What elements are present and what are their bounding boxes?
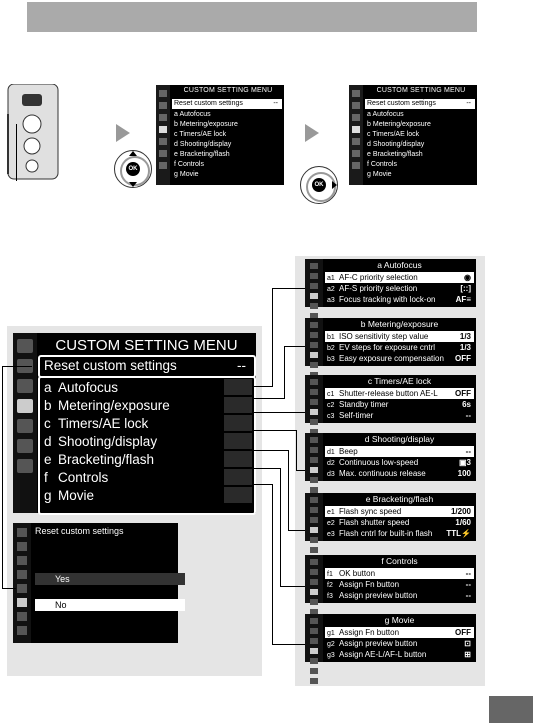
- menu-item[interactable]: b Metering/exposure: [367, 121, 431, 128]
- menu-item[interactable]: e Bracketing/flash: [174, 151, 230, 158]
- submenu-title: g Movie: [384, 615, 415, 625]
- highlight-box: [38, 355, 256, 378]
- connector-line: [2, 588, 16, 589]
- submenu-title: b Metering/exposure: [360, 319, 439, 329]
- arrow-right-icon: [305, 124, 319, 142]
- menu-item[interactable]: g Movie: [174, 171, 199, 178]
- arrow-right-icon: [116, 124, 130, 142]
- page-tab: [489, 696, 533, 723]
- option-yes[interactable]: Yes: [35, 573, 185, 585]
- custom-setting-menu-screen: CUSTOM SETTING MENU Reset custom setting…: [13, 333, 256, 515]
- multi-selector-dial-icon: OK: [300, 166, 338, 204]
- screen-title: CUSTOM SETTING MENU: [183, 87, 273, 94]
- menu-title: CUSTOM SETTING MENU: [55, 337, 238, 354]
- submenu-title: e Bracketing/flash: [365, 494, 434, 504]
- menu-item-reset[interactable]: Reset custom settings--: [365, 99, 475, 109]
- screen-title: CUSTOM SETTING MENU: [376, 87, 466, 94]
- menu-screen-step2: CUSTOM SETTING MENU Reset custom setting…: [349, 85, 477, 185]
- highlight-box: [38, 376, 256, 515]
- menu-item[interactable]: c Timers/AE lock: [367, 131, 420, 138]
- multi-selector-dial-icon: OK: [114, 150, 152, 188]
- menu-item[interactable]: g Movie: [367, 171, 392, 178]
- callout-line: [16, 124, 17, 181]
- reset-custom-settings-screen: Reset custom settings Yes No: [13, 523, 185, 643]
- menu-item[interactable]: d Shooting/display: [367, 141, 425, 148]
- menu-item[interactable]: a Autofocus: [174, 111, 211, 118]
- submenu-title: f Controls: [381, 556, 418, 566]
- menu-item-reset[interactable]: Reset custom settings--: [172, 99, 282, 109]
- menu-screen-step1: CUSTOM SETTING MENU Reset custom setting…: [156, 85, 284, 185]
- menu-item[interactable]: c Timers/AE lock: [174, 131, 227, 138]
- submenu-title: d Shooting/display: [364, 434, 435, 444]
- option-no[interactable]: No: [35, 599, 185, 611]
- submenu-title: a Autofocus: [377, 260, 422, 270]
- camera-illustration: [0, 83, 60, 184]
- section-header-bar: [27, 2, 477, 32]
- submenu-title: c Timers/AE lock: [367, 376, 432, 386]
- menu-item[interactable]: e Bracketing/flash: [367, 151, 423, 158]
- menu-item[interactable]: b Metering/exposure: [174, 121, 238, 128]
- connector-line: [2, 366, 3, 588]
- connector-line: [2, 366, 32, 367]
- menu-item[interactable]: f Controls: [367, 161, 397, 168]
- reset-custom-settings-item[interactable]: Reset custom settings--: [44, 358, 246, 373]
- screen-title: Reset custom settings: [35, 526, 124, 536]
- menu-item[interactable]: a Autofocus: [367, 111, 404, 118]
- menu-item[interactable]: f Controls: [174, 161, 204, 168]
- menu-item[interactable]: d Shooting/display: [174, 141, 232, 148]
